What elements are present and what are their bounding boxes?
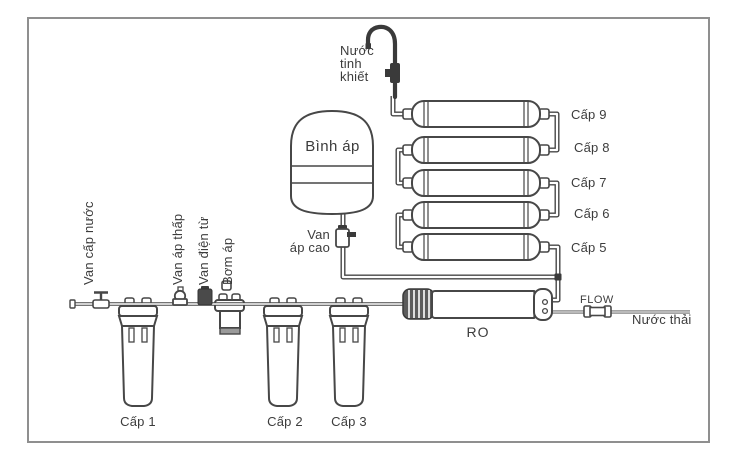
pure-water-label-line3: khiết [340,69,369,84]
pressure-tank-label: Bình áp [305,138,360,155]
stage-8-label: Cấp 8 [574,140,610,155]
feed-valve-label: Van cấp nước [81,201,96,285]
high-pressure-valve [335,225,356,248]
stage-2-label: Cấp 2 [267,414,303,429]
high-pressure-valve-label-line2: áp cao [289,240,330,255]
ro-permeate-port [541,298,549,306]
stage-8-cartridge [402,136,550,164]
pure-water-label-line2: tinh [340,56,362,71]
stage-9-label: Cấp 9 [571,107,607,122]
low-pressure-valve [172,286,188,306]
stage-6-label: Cấp 6 [574,206,610,221]
feed-pipe-inlet [69,299,76,309]
ro-membrane-label: RO [466,324,490,340]
stage-7-label: Cấp 7 [571,175,607,190]
solenoid-valve [197,286,213,306]
feed-valve [92,291,110,309]
solenoid-valve-label: Van điện từ [196,216,211,285]
high-pressure-valve-label-line1: Van [307,227,330,242]
ro-membrane [402,288,553,321]
stage-1-label: Cấp 1 [120,414,156,429]
stage-3-housing [329,297,369,407]
pure-water-label-line1: Nước [340,43,374,58]
stage-5-cartridge [402,233,550,261]
pump-label: Bơm áp [220,237,235,285]
stage-2-housing [263,297,303,407]
waste-water-label: Nước thải [632,312,692,327]
stage-7-cartridge [402,169,550,197]
stage-9-cartridge [402,100,550,128]
feed-pipe [69,299,406,309]
faucet [365,24,400,100]
pressure-tank [290,109,374,216]
high-pressure-valve-label: Van áp cao [280,228,330,254]
stage-3-label: Cấp 3 [331,414,367,429]
stage-6-cartridge [402,201,550,229]
pure-water-label: Nước tinh khiết [340,44,374,83]
stage-1-housing [118,297,158,407]
flow-restrictor [583,305,612,318]
ro-waste-port [541,307,549,315]
low-pressure-valve-label: Van áp thấp [170,213,185,285]
flow-restrictor-label: FLOW [580,294,614,306]
stage-5-label: Cấp 5 [571,240,607,255]
tee-junction [554,273,562,281]
